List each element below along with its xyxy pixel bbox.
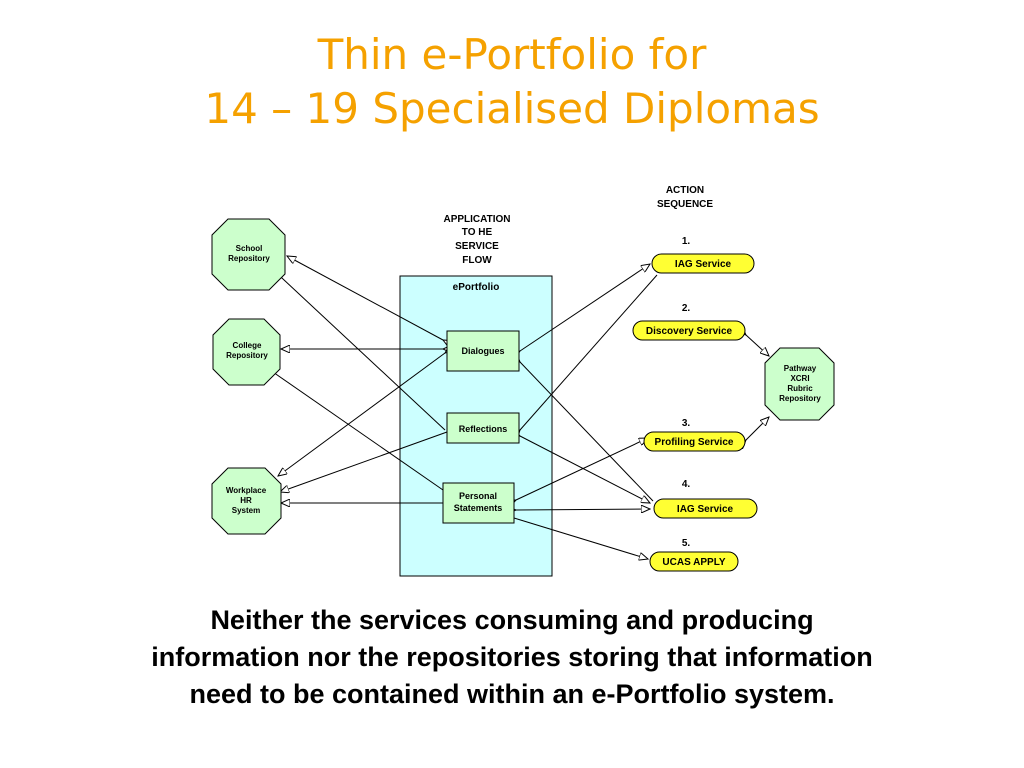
dialogues-box: Dialogues xyxy=(446,330,520,372)
svg-text:Statements: Statements xyxy=(454,503,503,513)
slide-title: Thin e-Portfolio for 14 – 19 Specialised… xyxy=(0,28,1024,136)
school-repository: School Repository xyxy=(211,218,286,291)
svg-text:System: System xyxy=(232,506,260,515)
step-1: 1. IAG Service xyxy=(651,236,755,274)
svg-text:Repository: Repository xyxy=(226,351,268,360)
connector xyxy=(746,335,769,356)
step-label: IAG Service xyxy=(675,259,732,270)
step-3: 3. Profiling Service xyxy=(643,418,746,452)
workplace-hr-system: Workplace HR System xyxy=(211,467,282,535)
step-label: IAG Service xyxy=(677,504,734,515)
step-2: 2. Discovery Service xyxy=(632,303,746,341)
connector xyxy=(267,264,446,431)
step-5: 5. UCAS APPLY xyxy=(649,538,739,572)
svg-text:XCRI: XCRI xyxy=(790,374,809,383)
caption-line-1: Neither the services consuming and produ… xyxy=(210,605,814,635)
connectors xyxy=(267,256,769,559)
reflections-box: Reflections xyxy=(446,412,520,444)
connector xyxy=(516,509,650,510)
application-flow-label: APPLICATION TO HE SERVICE FLOW xyxy=(443,214,510,266)
step-4: 4. IAG Service xyxy=(653,479,758,519)
step-label: Profiling Service xyxy=(655,437,734,448)
step-label: UCAS APPLY xyxy=(662,557,725,568)
personal-statements-box: Personal Statements xyxy=(442,482,515,524)
connector xyxy=(287,256,443,340)
svg-text:HR: HR xyxy=(240,496,252,505)
svg-text:APPLICATION: APPLICATION xyxy=(443,214,510,225)
caption-line-2: information nor the repositories storing… xyxy=(151,642,873,672)
svg-text:School: School xyxy=(236,244,263,253)
connector xyxy=(746,417,769,440)
connector xyxy=(516,438,648,500)
step-number: 3. xyxy=(682,418,691,429)
svg-text:Pathway: Pathway xyxy=(784,364,817,373)
step-number: 4. xyxy=(682,479,691,490)
svg-text:Workplace: Workplace xyxy=(226,486,267,495)
svg-text:SERVICE: SERVICE xyxy=(455,241,499,252)
connector xyxy=(269,369,443,490)
svg-text:Repository: Repository xyxy=(779,394,821,403)
svg-text:Dialogues: Dialogues xyxy=(461,346,504,356)
svg-text:SEQUENCE: SEQUENCE xyxy=(657,199,713,210)
eportfolio-label: ePortfolio xyxy=(453,282,500,293)
svg-text:ACTION: ACTION xyxy=(666,185,704,196)
title-line-1: Thin e-Portfolio for xyxy=(317,30,707,79)
step-number: 2. xyxy=(682,303,691,314)
svg-text:FLOW: FLOW xyxy=(462,255,492,266)
svg-text:Reflections: Reflections xyxy=(459,424,508,434)
step-number: 5. xyxy=(682,538,691,549)
step-label: Discovery Service xyxy=(646,326,733,337)
connector xyxy=(280,432,447,492)
svg-text:Rubric: Rubric xyxy=(787,384,813,393)
step-number: 1. xyxy=(682,236,691,247)
action-sequence-label: ACTION SEQUENCE xyxy=(657,185,713,210)
svg-text:Personal: Personal xyxy=(459,491,497,501)
svg-text:Repository: Repository xyxy=(228,254,270,263)
connector xyxy=(520,264,650,351)
svg-text:College: College xyxy=(233,341,262,350)
caption-line-3: need to be contained within an e-Portfol… xyxy=(189,679,835,709)
title-line-2: 14 – 19 Specialised Diplomas xyxy=(204,84,820,133)
connector xyxy=(513,517,648,559)
college-repository: College Repository xyxy=(212,318,281,386)
connector xyxy=(520,274,658,430)
svg-text:TO HE: TO HE xyxy=(462,227,493,238)
slide-caption: Neither the services consuming and produ… xyxy=(20,602,1004,713)
pathway-xcri-rubric-repository: Pathway XCRI Rubric Repository xyxy=(764,347,835,421)
